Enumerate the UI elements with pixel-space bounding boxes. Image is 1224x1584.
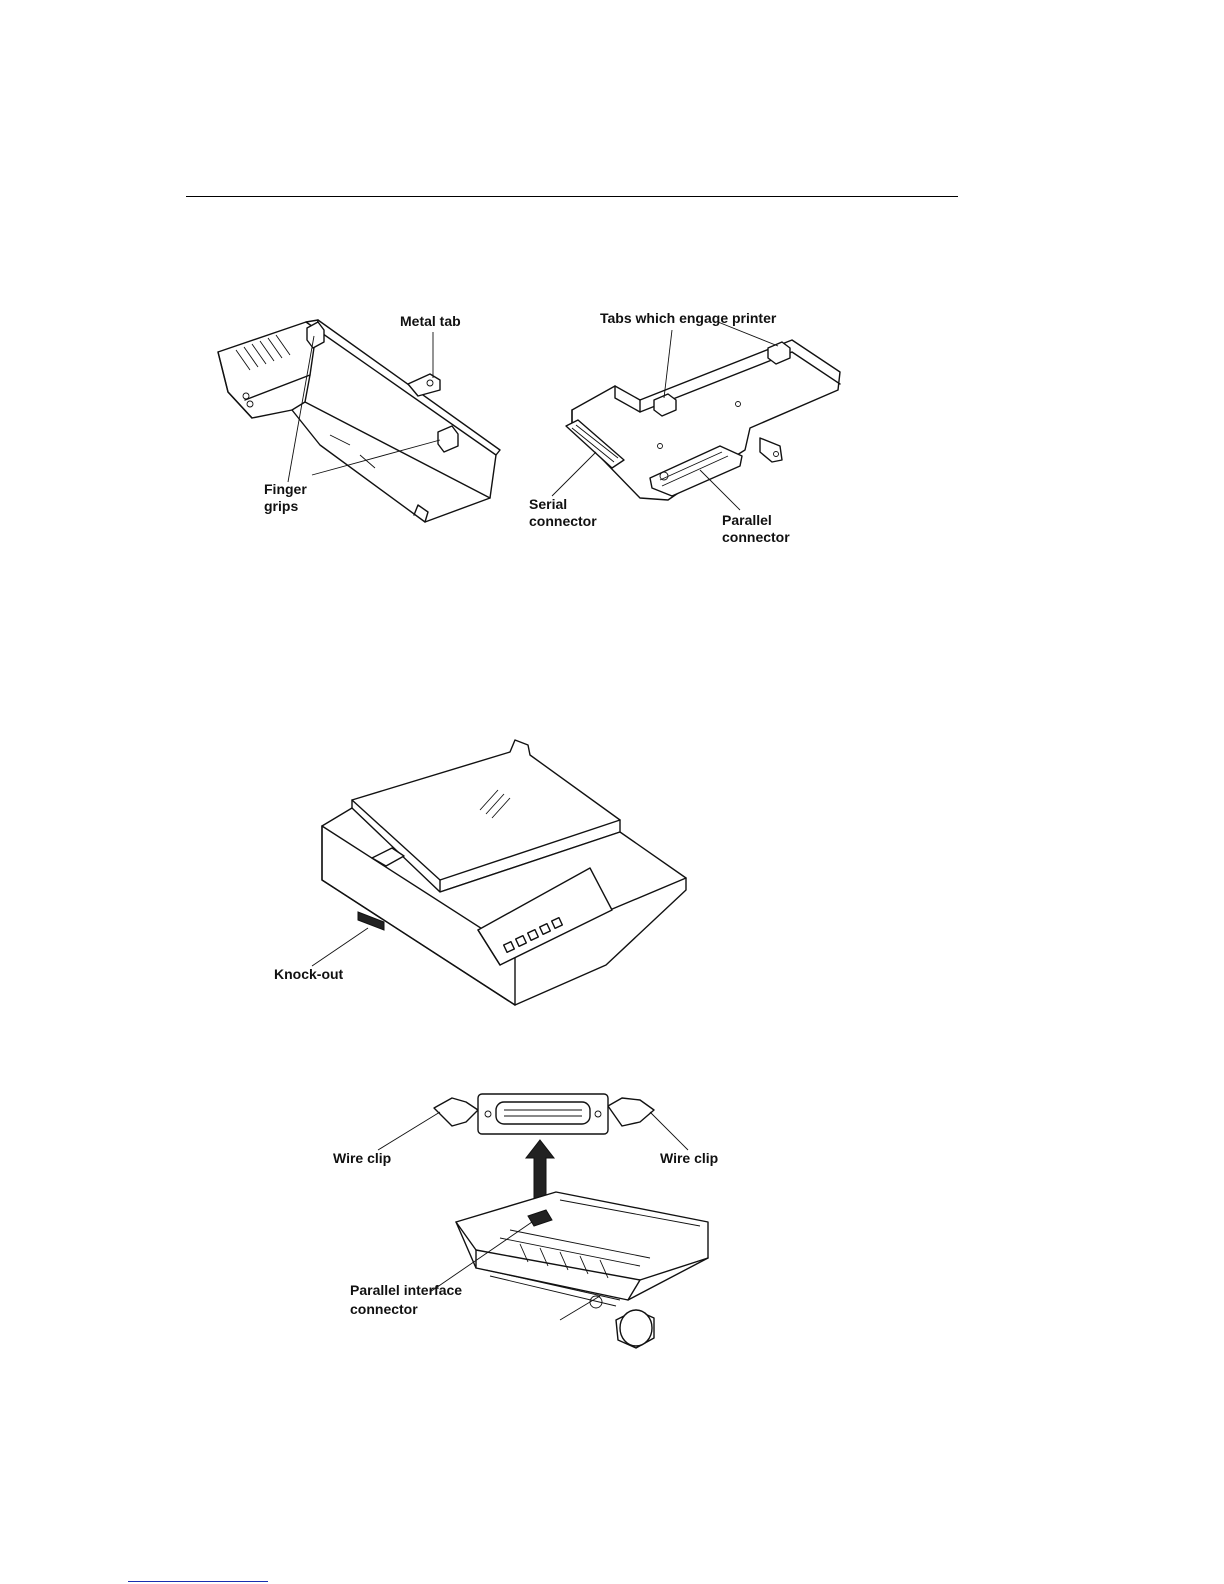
parallel-interface-connector-label-line2: connector	[350, 1301, 418, 1318]
parallel-connector-removal-illustration: Wire clip Wire clip Parallel interface c…	[0, 0, 1224, 1400]
footer-rule	[128, 1581, 268, 1582]
wire-clip-left-label: Wire clip	[333, 1150, 391, 1167]
parallel-connector-removal-drawing	[0, 0, 1224, 1400]
parallel-interface-connector-label-line1: Parallel interface	[350, 1282, 462, 1299]
wire-clip-right-label: Wire clip	[660, 1150, 718, 1167]
